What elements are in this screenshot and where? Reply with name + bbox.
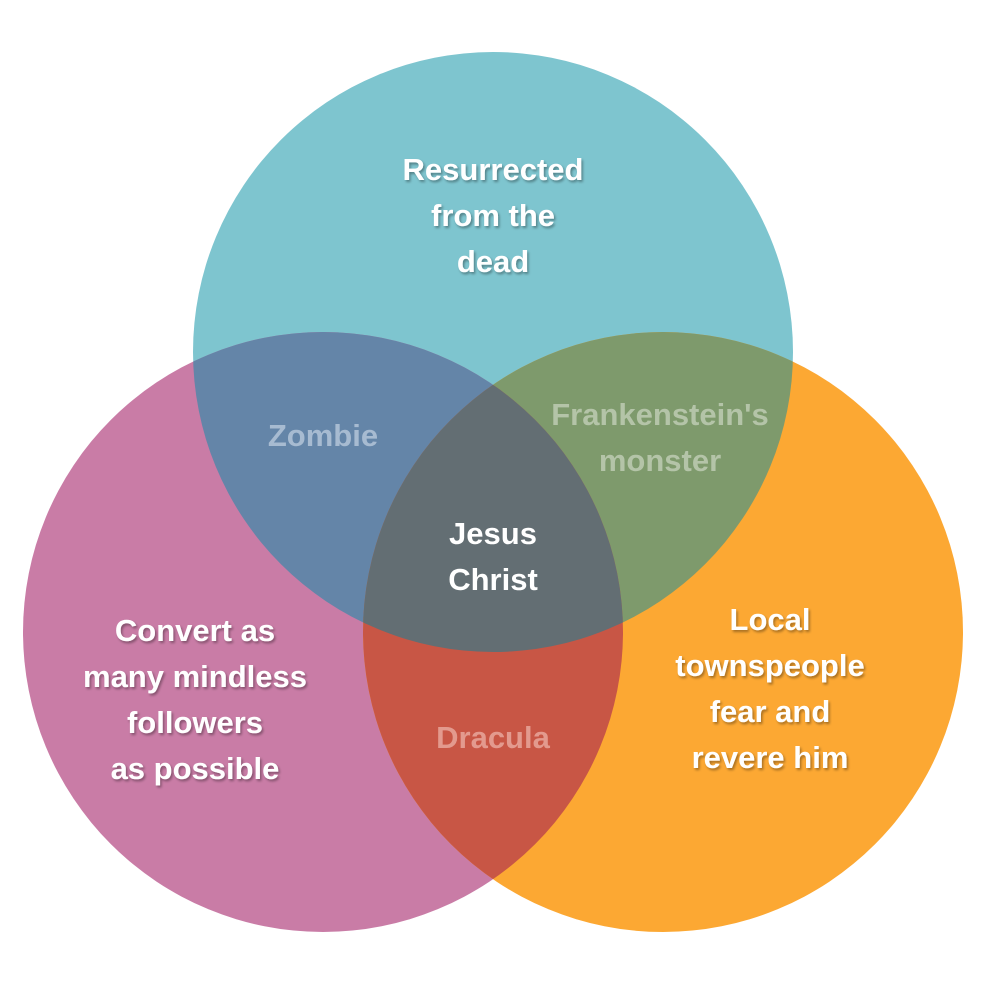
right-circle-label-line: Local bbox=[730, 602, 811, 637]
zombie-label: Zombie bbox=[268, 418, 378, 453]
jesus-christ-label-line: Jesus bbox=[449, 516, 537, 551]
overlap-center bbox=[363, 332, 623, 652]
left-circle-label-line: followers bbox=[127, 705, 263, 740]
right-circle-label-line: revere him bbox=[692, 740, 849, 775]
right-circle-label-line: fear and bbox=[710, 694, 831, 729]
zombie-label-line: Zombie bbox=[268, 418, 378, 453]
right-circle-label: Local townspeople fear and revere him bbox=[675, 602, 864, 775]
left-circle-label: Convert as many mindless followers as possi… bbox=[83, 613, 307, 786]
top-circle-label-line: Resurrected bbox=[403, 152, 584, 187]
dracula-label: Dracula bbox=[436, 720, 550, 755]
dracula-label-line: Dracula bbox=[436, 720, 550, 755]
top-circle-label-line: from the bbox=[431, 198, 555, 233]
frankensteins-monster-label: Frankenstein's monster bbox=[551, 397, 769, 478]
frankensteins-monster-label-line: Frankenstein's bbox=[551, 397, 769, 432]
right-circle-label-line: townspeople bbox=[675, 648, 864, 683]
frankensteins-monster-label-line: monster bbox=[599, 443, 721, 478]
left-circle-label-line: Convert as bbox=[115, 613, 275, 648]
top-circle-label: Resurrected from the dead bbox=[403, 152, 584, 279]
top-circle-label-line: dead bbox=[457, 244, 529, 279]
left-circle-label-line: many mindless bbox=[83, 659, 307, 694]
jesus-christ-label-line: Christ bbox=[448, 562, 538, 597]
left-circle-label-line: as possible bbox=[111, 751, 280, 786]
